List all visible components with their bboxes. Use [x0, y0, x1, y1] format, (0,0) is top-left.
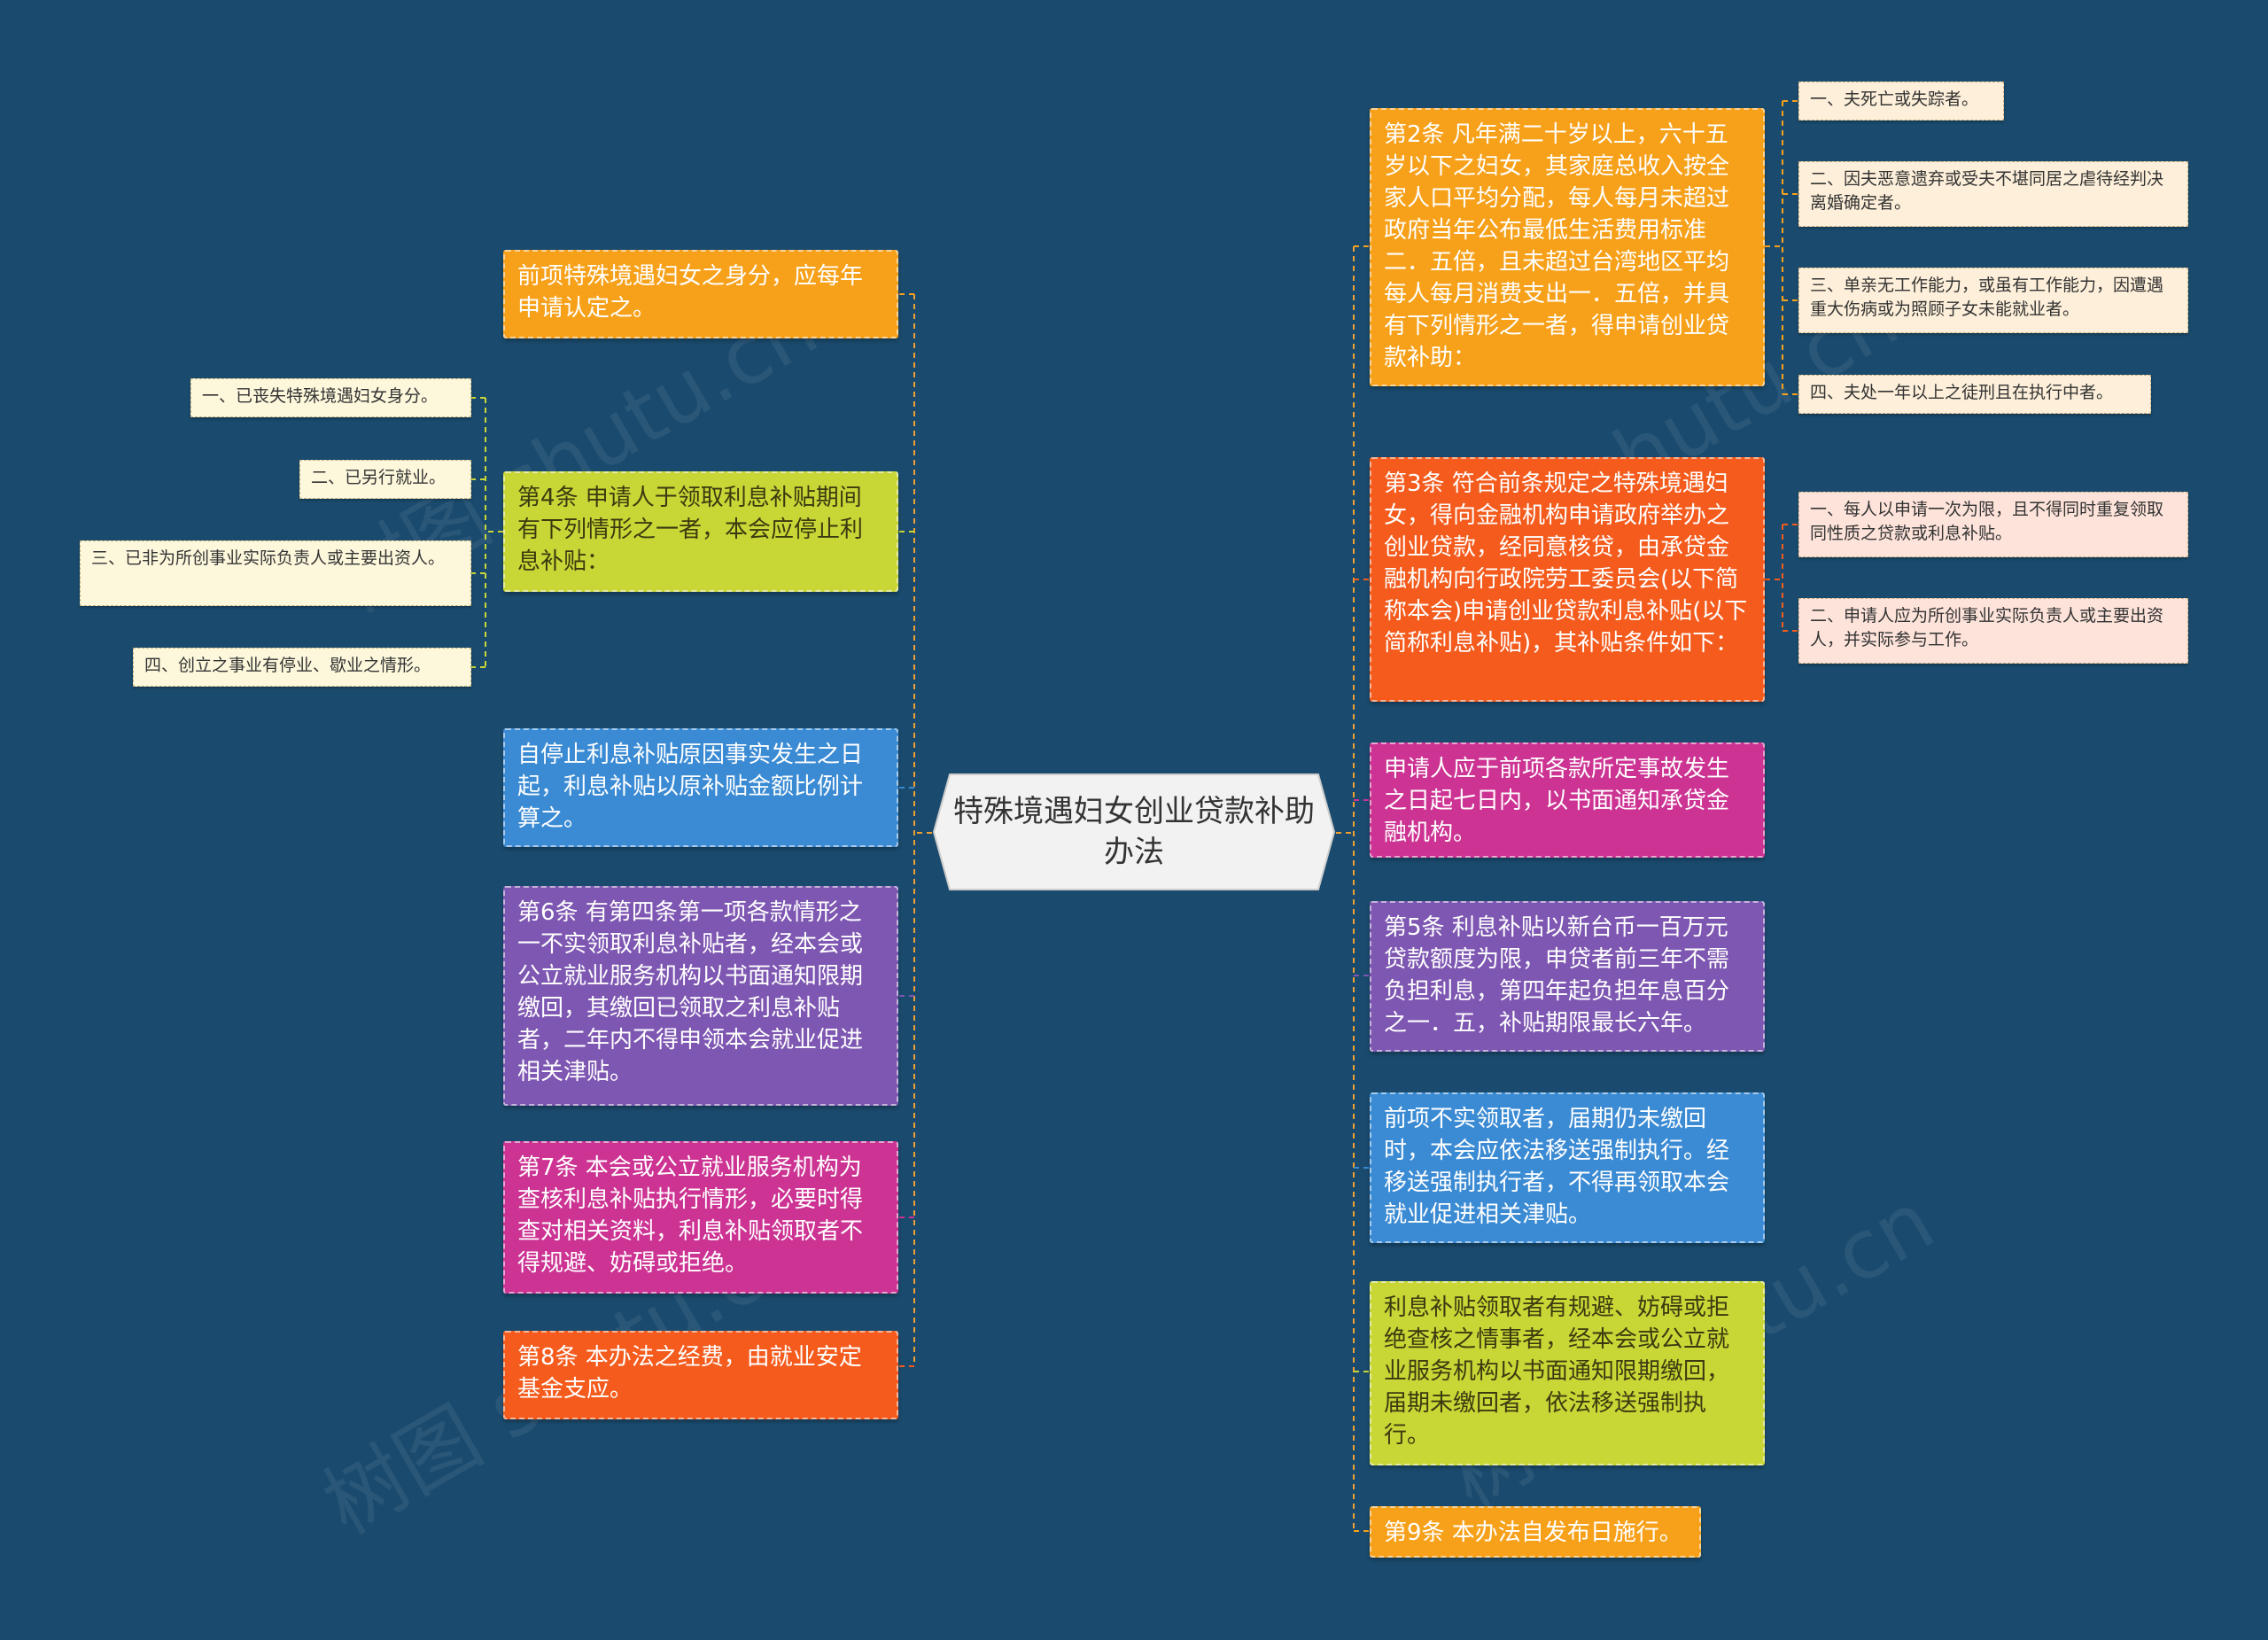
topic-R3[interactable]: 申请人应于前项各款所定事故发生之日起七日内，以书面通知承贷金融机构。 [1370, 742, 1765, 858]
topic-R6[interactable]: 利息补贴领取者有规避、妨碍或拒绝查核之情事者，经本会或公立就业服务机构以书面通知… [1370, 1281, 1765, 1465]
topic-R4-article-5[interactable]: 第5条 利息补贴以新台币一百万元贷款额度为限，申贷者前三年不需负担利息，第四年起… [1370, 901, 1765, 1052]
center-topic[interactable]: 特殊境遇妇女创业贷款补助办法 [932, 773, 1336, 891]
connector-R1-leaves [1765, 100, 1798, 395]
topic-L2-article-4[interactable]: 第4条 申请人于领取利息补贴期间有下列情形之一者，本会应停止利息补贴： [503, 471, 898, 592]
subtopic-L2-2[interactable]: 二、已另行就业。 [299, 460, 471, 499]
subtopic-L2-4[interactable]: 四、创立之事业有停业、歇业之情形。 [133, 648, 471, 687]
connector-R2-leaves [1765, 524, 1798, 632]
subtopic-R1-1[interactable]: 一、夫死亡或失踪者。 [1798, 82, 2004, 120]
subtopic-R2-1[interactable]: 一、每人以申请一次为限，且不得同时重复领取同性质之贷款或利息补贴。 [1798, 492, 2188, 557]
connector-L2-leaves [471, 397, 503, 668]
topic-L1[interactable]: 前项特殊境遇妇女之身分，应每年申请认定之。 [503, 250, 898, 338]
subtopic-L2-3[interactable]: 三、已非为所创事业实际负责人或主要出资人。 [80, 540, 471, 606]
topic-L4-article-6[interactable]: 第6条 有第四条第一项各款情形之一不实领取利息补贴者，经本会或公立就业服务机构以… [503, 886, 898, 1106]
subtopic-L2-1[interactable]: 一、已丧失特殊境遇妇女身分。 [190, 378, 471, 417]
center-topic-shape [932, 773, 1336, 890]
topic-R7-article-9[interactable]: 第9条 本办法自发布日施行。 [1370, 1506, 1701, 1558]
topic-L3[interactable]: 自停止利息补贴原因事实发生之日起，利息补贴以原补贴金额比例计算之。 [503, 728, 898, 847]
subtopic-R1-4[interactable]: 四、夫处一年以上之徒刑且在执行中者。 [1798, 375, 2151, 414]
center-topic-title: 特殊境遇妇女创业贷款补助办法 [953, 794, 1315, 870]
topic-L5-article-7[interactable]: 第7条 本会或公立就业服务机构为查核利息补贴执行情形，必要时得查对相关资料，利息… [503, 1141, 898, 1294]
topic-R5[interactable]: 前项不实领取者，届期仍未缴回时，本会应依法移送强制执行。经移送强制执行者，不得再… [1370, 1092, 1765, 1243]
topic-L6-article-8[interactable]: 第8条 本办法之经费，由就业安定基金支应。 [503, 1331, 898, 1419]
subtopic-R2-2[interactable]: 二、申请人应为所创事业实际负责人或主要出资人，并实际参与工作。 [1798, 598, 2188, 664]
subtopic-R1-2[interactable]: 二、因夫恶意遗弃或受夫不堪同居之虐待经判决离婚确定者。 [1798, 161, 2188, 227]
subtopic-R1-3[interactable]: 三、单亲无工作能力，或虽有工作能力，因遭遇重大伤病或为照顾子女未能就业者。 [1798, 268, 2188, 333]
topic-R1-article-2[interactable]: 第2条 凡年满二十岁以上，六十五岁以下之妇女，其家庭总收入按全家人口平均分配，每… [1370, 108, 1765, 386]
topic-R2-article-3[interactable]: 第3条 符合前条规定之特殊境遇妇女，得向金融机构申请政府举办之创业贷款，经同意核… [1370, 457, 1765, 702]
